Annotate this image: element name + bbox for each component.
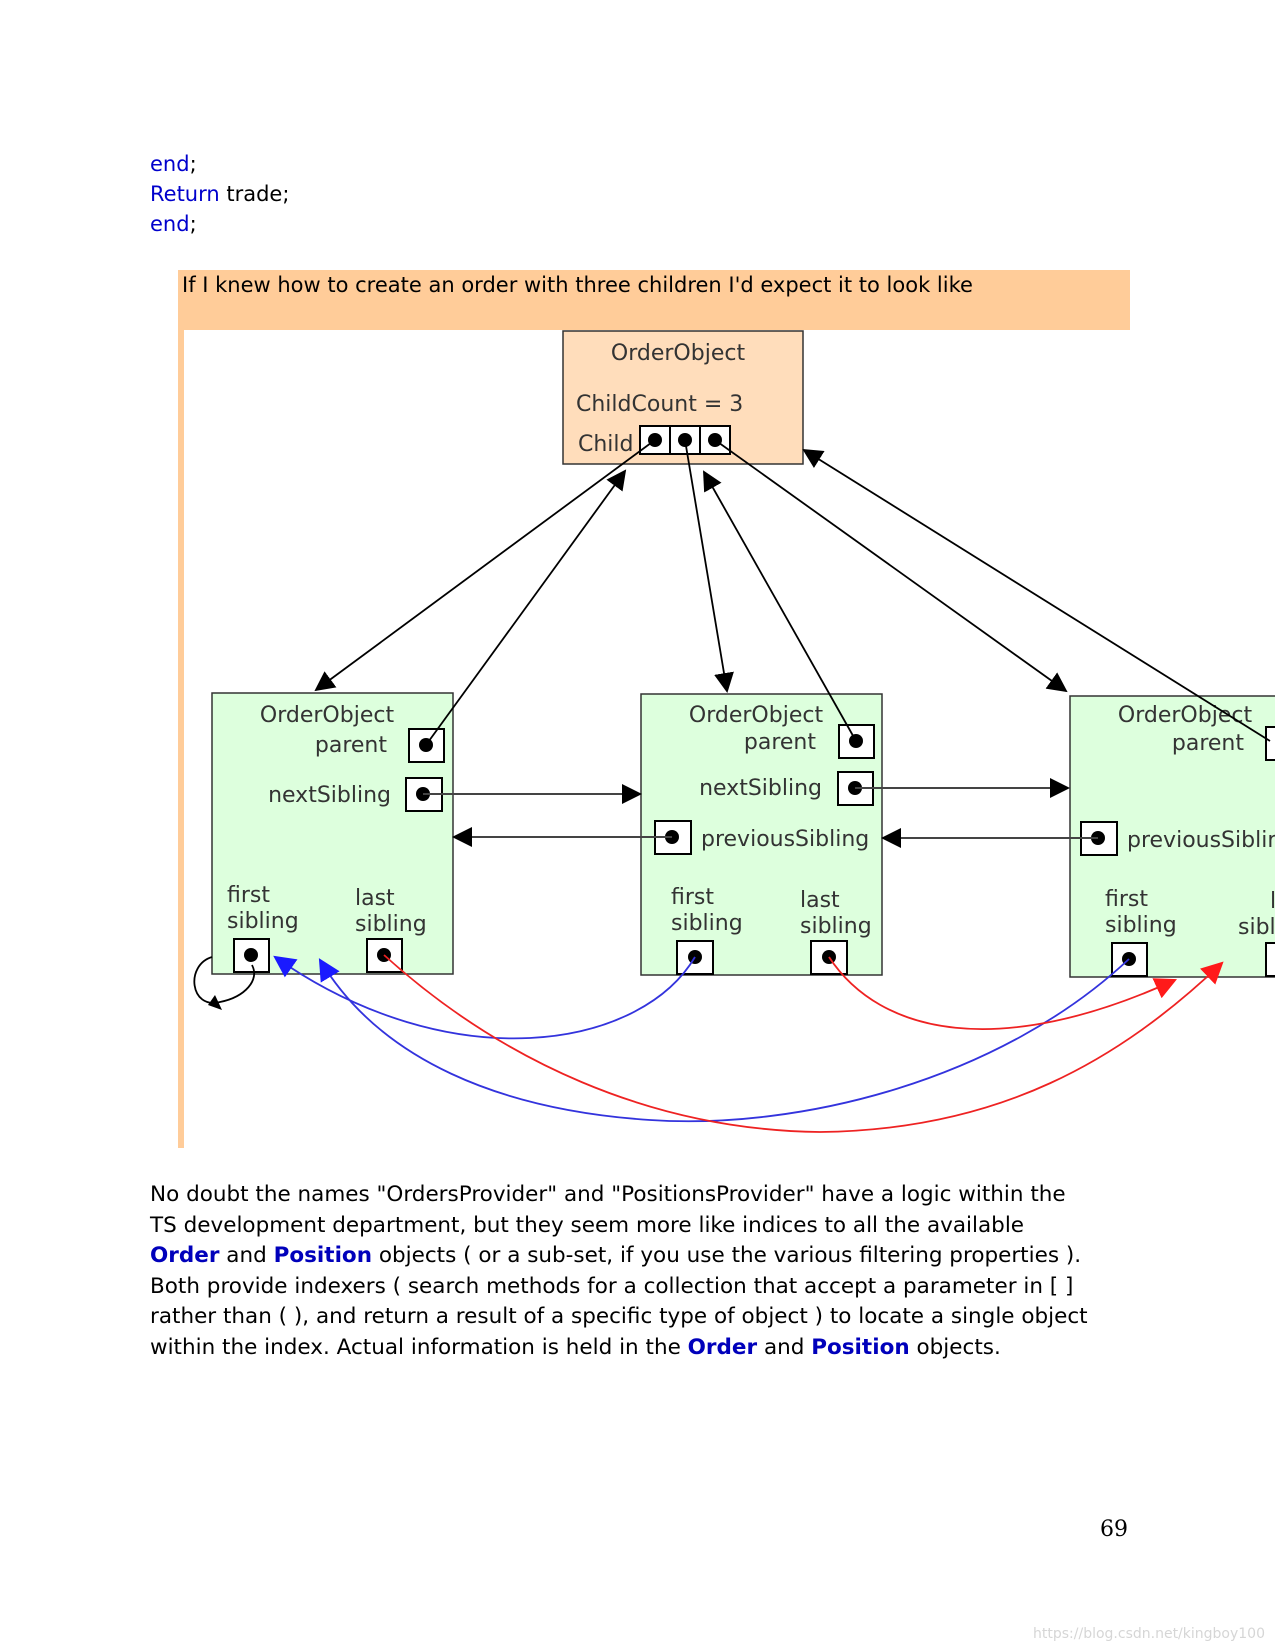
code-line-return: Return trade;: [150, 182, 289, 206]
first-label: first: [1105, 887, 1148, 912]
paragraph-text: and: [219, 1243, 274, 1268]
previous-sibling-label: previousSibling: [1127, 828, 1275, 853]
body-paragraph: No doubt the names "OrdersProvider" and …: [150, 1180, 1090, 1363]
paragraph-text: and: [757, 1334, 812, 1360]
code-keyword: end: [150, 212, 190, 236]
code-text: ;: [189, 212, 197, 236]
note-banner: [178, 270, 1130, 330]
next-sibling-label: nextSibling: [699, 776, 822, 801]
child-label: Child: [578, 432, 634, 457]
paragraph-text: No doubt the names "OrdersProvider" and …: [150, 1182, 1066, 1238]
position-keyword: Position: [811, 1334, 910, 1360]
note-left-border: [178, 330, 184, 1148]
note-text: If I knew how to create an order with th…: [182, 273, 973, 297]
code-text: trade;: [219, 182, 290, 206]
parent-pointer-arrow-3: [802, 448, 1271, 742]
child-order-title: OrderObject: [689, 703, 824, 728]
code-text: ;: [189, 152, 197, 176]
parent-pointer-arrow-2: [703, 470, 857, 742]
first-sibling-arrow-3: [318, 958, 1130, 1123]
last-sibling-slot: [1265, 942, 1275, 977]
sibling-label: sibling: [1238, 915, 1275, 940]
order-keyword: Order: [150, 1243, 220, 1268]
position-keyword: Position: [273, 1243, 373, 1268]
sibling-label: sibling: [800, 914, 872, 939]
child-pointer-arrow-2: [684, 439, 734, 693]
sibling-label: sibling: [671, 911, 743, 936]
first-label: first: [227, 883, 270, 908]
child-pointer-arrow-1: [314, 439, 656, 692]
last-sibling-arrow-1: [383, 954, 1224, 1133]
self-loop-arrowhead: [208, 995, 222, 1010]
child-count-label: ChildCount = 3: [576, 392, 743, 417]
last-label: last: [1270, 889, 1275, 914]
parent-label: parent: [315, 733, 387, 758]
last-label: last: [800, 888, 840, 913]
sibling-label: sibling: [227, 909, 299, 934]
sibling-label: sibling: [355, 912, 427, 937]
parent-order-title: OrderObject: [611, 341, 746, 366]
child-order-title: OrderObject: [260, 703, 395, 728]
next-sibling-label: nextSibling: [268, 783, 391, 808]
page-number: 69: [1100, 1517, 1128, 1542]
sibling-label: sibling: [1105, 913, 1177, 938]
last-label: last: [355, 886, 395, 911]
paragraph-text: objects.: [909, 1334, 1001, 1360]
previous-sibling-label: previousSibling: [701, 827, 869, 852]
paragraph-text: objects ( or a sub-set, if you use the v…: [150, 1243, 1088, 1360]
last-sibling-arrow-2: [828, 956, 1178, 1030]
code-keyword: Return: [150, 182, 220, 206]
watermark: https://blog.csdn.net/kingboy100: [1033, 1626, 1265, 1642]
pointer-dot: [244, 948, 258, 962]
child-pointer-arrow-3: [714, 439, 1068, 693]
first-sibling-self-loop: [193, 956, 255, 1004]
code-line-end-1: end;: [150, 152, 197, 176]
first-label: first: [671, 885, 714, 910]
parent-pointer-arrow-1: [425, 469, 627, 746]
code-line-end-2: end;: [150, 212, 197, 236]
parent-pointer-slot: [1265, 726, 1275, 761]
parent-label: parent: [744, 730, 816, 755]
child-order-title: OrderObject: [1118, 703, 1253, 728]
order-tree-diagram: OrderObject ChildCount = 3 Child OrderOb…: [193, 330, 1275, 1133]
order-keyword: Order: [687, 1334, 758, 1360]
code-keyword: end: [150, 152, 190, 176]
parent-label: parent: [1172, 731, 1244, 756]
